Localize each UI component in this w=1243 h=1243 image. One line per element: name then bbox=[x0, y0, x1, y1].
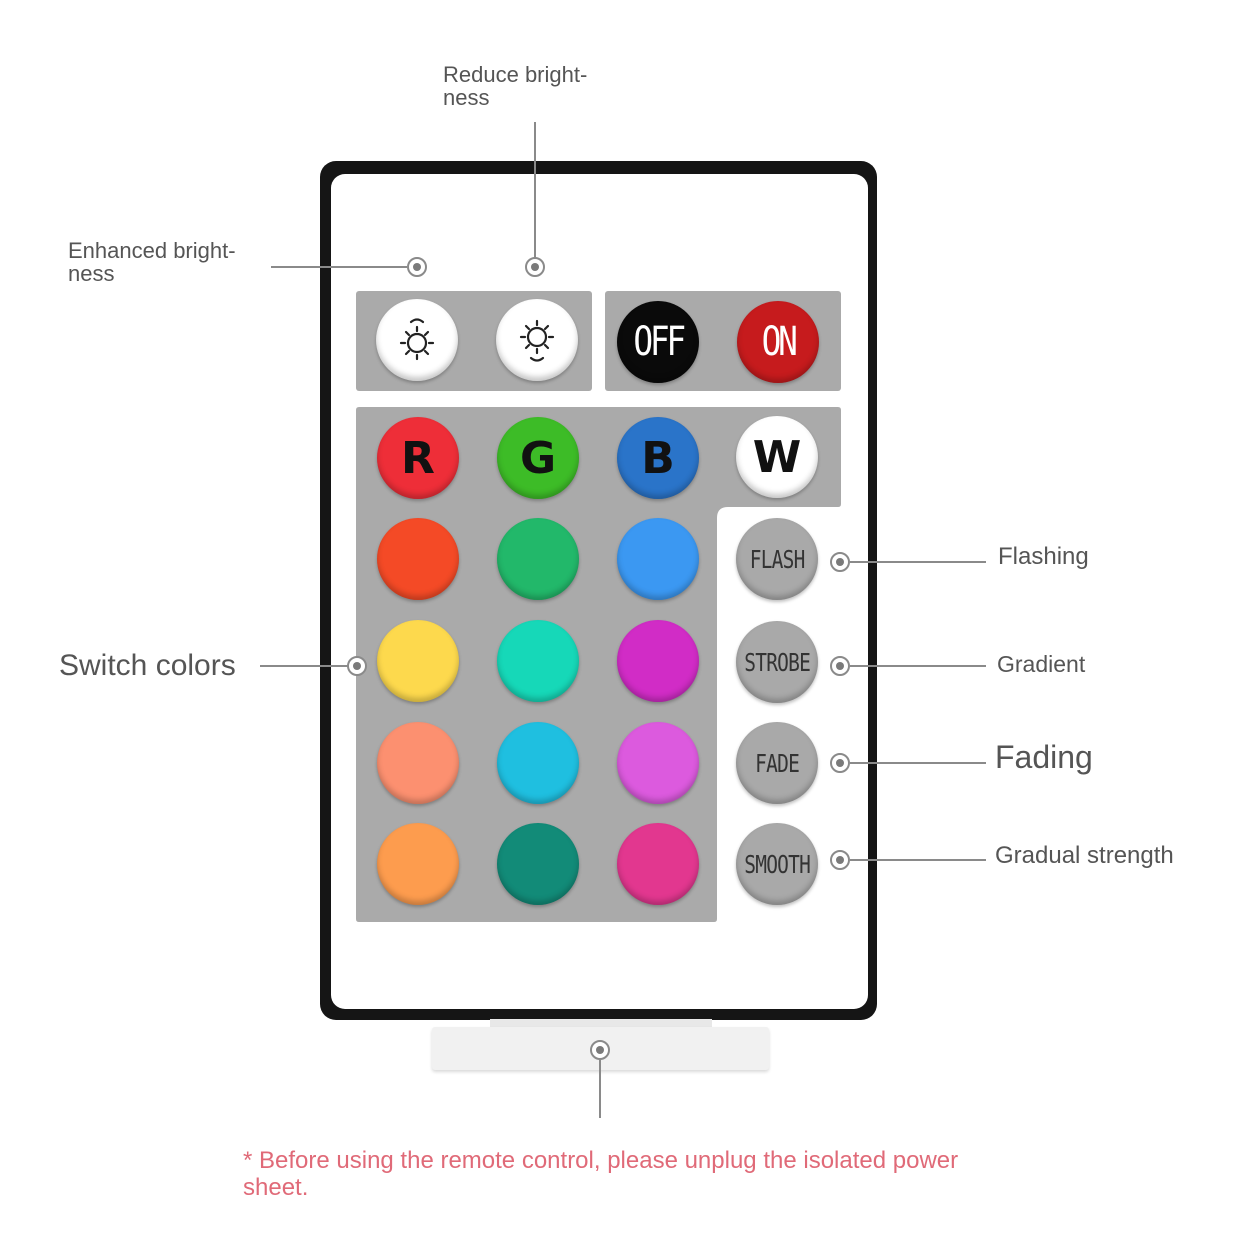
callout-dot bbox=[525, 257, 545, 277]
blue-button[interactable]: B bbox=[617, 417, 699, 499]
color-button[interactable] bbox=[617, 620, 699, 702]
label-reduce-brightness: Reduce bright- ness bbox=[443, 62, 588, 110]
off-button-label: OFF bbox=[633, 319, 686, 365]
brightness-down-button[interactable] bbox=[496, 299, 578, 381]
leader-line-gradual-strength bbox=[850, 859, 986, 861]
leader-line-reduce bbox=[534, 122, 536, 258]
color-button[interactable] bbox=[377, 620, 459, 702]
fade-button-label: FADE bbox=[755, 748, 800, 778]
callout-dot bbox=[830, 753, 850, 773]
callout-dot bbox=[830, 552, 850, 572]
color-button[interactable] bbox=[377, 518, 459, 600]
white-button-label: W bbox=[752, 431, 802, 483]
label-enhanced-brightness: Enhanced bright- ness bbox=[68, 238, 236, 286]
callout-dot bbox=[407, 257, 427, 277]
leader-line-enhanced bbox=[271, 266, 407, 268]
on-button[interactable]: ON bbox=[737, 301, 819, 383]
brightness-up-button[interactable] bbox=[376, 299, 458, 381]
color-button[interactable] bbox=[617, 518, 699, 600]
brightness-down-icon bbox=[519, 319, 555, 362]
color-button[interactable] bbox=[377, 722, 459, 804]
fade-button[interactable]: FADE bbox=[736, 722, 818, 804]
callout-dot bbox=[830, 656, 850, 676]
leader-line-gradient bbox=[850, 665, 986, 667]
strobe-button-label: STROBE bbox=[744, 647, 811, 677]
color-button[interactable] bbox=[497, 722, 579, 804]
label-gradual-strength: Gradual strength bbox=[995, 842, 1174, 869]
usage-note: * Before using the remote control, pleas… bbox=[243, 1147, 959, 1201]
leader-line-switch-colors bbox=[260, 665, 348, 667]
leader-line-flashing bbox=[850, 561, 986, 563]
leader-line-fading bbox=[850, 762, 986, 764]
color-button[interactable] bbox=[497, 823, 579, 905]
blue-button-label: B bbox=[641, 432, 675, 484]
on-button-label: ON bbox=[761, 319, 798, 365]
smooth-button[interactable]: SMOOTH bbox=[736, 823, 818, 905]
label-gradient: Gradient bbox=[997, 651, 1086, 677]
red-button-label: R bbox=[401, 432, 435, 484]
color-panel bbox=[356, 407, 841, 922]
red-button[interactable]: R bbox=[377, 417, 459, 499]
green-button[interactable]: G bbox=[497, 417, 579, 499]
flash-button-label: FLASH bbox=[749, 544, 806, 574]
label-flashing: Flashing bbox=[998, 543, 1089, 570]
label-switch-colors: Switch colors bbox=[59, 649, 236, 682]
color-button[interactable] bbox=[497, 518, 579, 600]
remote-stand-neck bbox=[490, 1019, 712, 1029]
off-button[interactable]: OFF bbox=[617, 301, 699, 383]
white-button[interactable]: W bbox=[736, 416, 818, 498]
color-button[interactable] bbox=[497, 620, 579, 702]
callout-dot bbox=[347, 656, 367, 676]
strobe-button[interactable]: STROBE bbox=[736, 621, 818, 703]
brightness-up-icon bbox=[399, 318, 435, 361]
color-button[interactable] bbox=[377, 823, 459, 905]
color-button[interactable] bbox=[617, 823, 699, 905]
label-fading: Fading bbox=[995, 739, 1093, 775]
flash-button[interactable]: FLASH bbox=[736, 518, 818, 600]
smooth-button-label: SMOOTH bbox=[744, 849, 811, 879]
color-button[interactable] bbox=[617, 722, 699, 804]
leader-line-sheet bbox=[599, 1060, 601, 1118]
callout-dot bbox=[590, 1040, 610, 1060]
green-button-label: G bbox=[519, 432, 557, 484]
callout-dot bbox=[830, 850, 850, 870]
